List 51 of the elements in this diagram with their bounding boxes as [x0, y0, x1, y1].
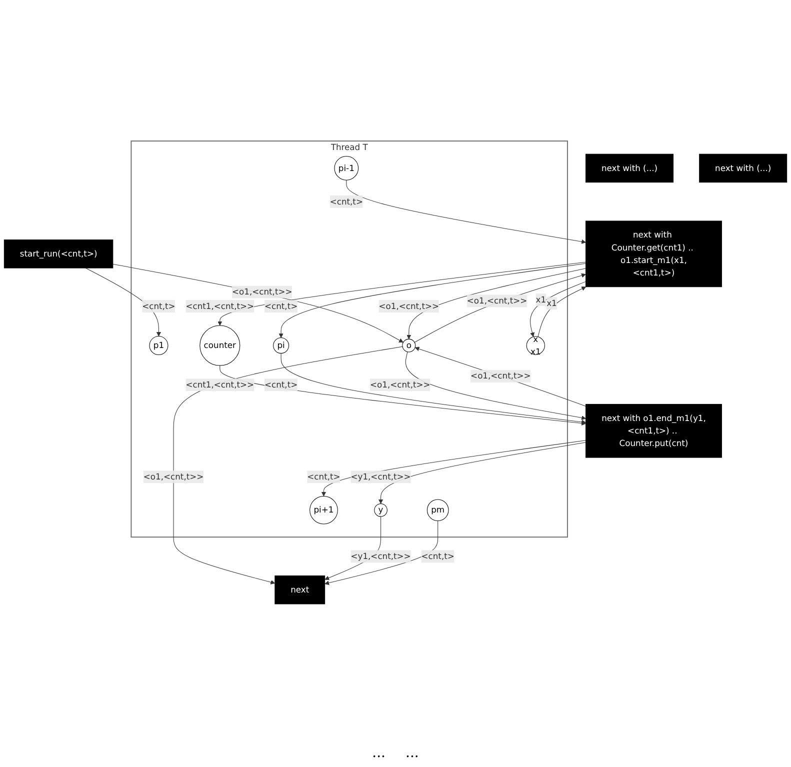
arrow — [405, 352, 586, 420]
edge-label: <y1,<cnt,t>> — [350, 472, 411, 482]
arrow — [112, 264, 404, 343]
node-circle: p1 — [149, 336, 168, 356]
node-box: next with (...) — [586, 154, 674, 183]
arrow — [414, 346, 586, 406]
edge-label: x1 — [536, 294, 546, 305]
edge-label: <cnt,t> — [142, 300, 176, 311]
arrow — [173, 346, 403, 584]
arrow — [321, 440, 586, 496]
edge-label: x1 — [546, 298, 557, 308]
arrow — [414, 273, 586, 343]
edge-label: <cnt,t> — [421, 551, 454, 562]
node-circle: pi-1 — [334, 156, 359, 180]
edge-label: <o1,<cnt,t>> — [378, 300, 440, 311]
edge-label: <o1,<cnt,t>> — [232, 286, 292, 297]
edge-label: <o1,<cnt,t>> — [370, 380, 430, 390]
arrow — [406, 268, 586, 340]
edge-label: <cnt1,<cnt,t>> — [186, 300, 254, 311]
node-circle: counter — [200, 325, 240, 366]
arrow — [378, 442, 586, 504]
arrow — [278, 263, 586, 338]
arrow — [530, 281, 586, 337]
arrow — [220, 365, 586, 426]
edge-label: <cnt,t> — [264, 380, 298, 390]
edge-label: <o1,<cnt,t>> — [470, 370, 531, 381]
node-circle: o — [402, 338, 416, 352]
node-circle: y — [374, 503, 388, 517]
edge-label: <cnt,t> — [307, 472, 340, 482]
ellipsis-note: ... — [372, 745, 386, 763]
edge-label: <cnt1,<cnt,t>> — [186, 380, 254, 390]
node-box: next — [274, 576, 326, 604]
node-circle: pi+1 — [310, 496, 338, 524]
ellipsis-note: ... — [406, 745, 419, 763]
arrow — [346, 180, 586, 244]
edge-label: <cnt,t> — [264, 300, 298, 311]
node-box: next with (...) — [699, 154, 788, 183]
arrow — [538, 286, 586, 338]
node-circle: pi — [273, 338, 290, 354]
node-box: next with o1.end_m1(y1,<cnt1,t>) .. Counter.put(cnt) — [586, 404, 722, 458]
node-circle: pm — [426, 499, 449, 522]
edge-label: <cnt,t> — [330, 196, 363, 206]
edge-label: <o1,<cnt,t>> — [466, 296, 528, 306]
arrow — [324, 520, 438, 586]
arrow — [280, 353, 586, 424]
node-box: start_run(<cnt,t>) — [4, 240, 114, 268]
node-circle: x x1 — [526, 336, 545, 355]
node-box: next with Counter.get(cnt1) .. o1.start_m1(x1,<cnt1,t>) — [586, 220, 722, 288]
arrow — [218, 262, 586, 326]
edge-label: <y1,<cnt,t>> — [350, 551, 411, 562]
edge-label: <o1,<cnt,t>> — [143, 472, 204, 482]
